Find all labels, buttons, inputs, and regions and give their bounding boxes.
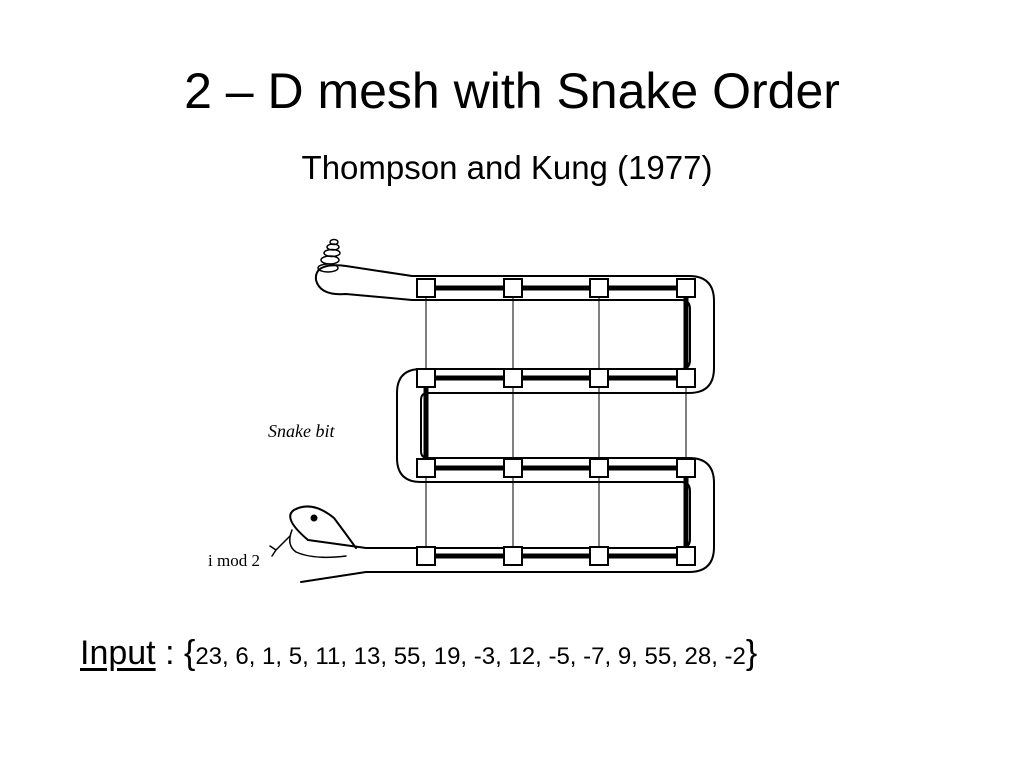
input-line: Input : {23, 6, 1, 5, 11, 13, 55, 19, -3… (80, 634, 757, 673)
snake-outline-outer (300, 275, 715, 583)
snake-mouth (289, 529, 347, 559)
mesh-node (676, 278, 696, 298)
snake-outline-inner (307, 299, 691, 549)
mesh-node (503, 368, 523, 388)
snake-tongue (269, 535, 291, 557)
snake-head (289, 505, 357, 549)
mesh-node (416, 278, 436, 298)
input-label: Input (80, 634, 156, 672)
mesh-node (503, 278, 523, 298)
input-values: 23, 6, 1, 5, 11, 13, 55, 19, -3, 12, -5,… (195, 643, 746, 670)
slide-title: 2 – D mesh with Snake Order (184, 63, 840, 119)
mesh-node (676, 368, 696, 388)
snake-eye (310, 514, 318, 522)
mesh-node (676, 546, 696, 566)
mesh-node (416, 458, 436, 478)
mesh-node (503, 458, 523, 478)
mesh-node (503, 546, 523, 566)
mesh-node (589, 368, 609, 388)
input-open-brace: { (183, 634, 196, 672)
mesh-node (416, 368, 436, 388)
mesh-nodes (416, 278, 696, 566)
mesh-node (416, 546, 436, 566)
snake-mesh-figure: Snake bit i mod 2 (196, 200, 756, 600)
mesh-node (676, 458, 696, 478)
i-mod-label: i mod 2 (208, 551, 260, 570)
snake-path-thick (423, 285, 689, 559)
slide-subtitle: Thompson and Kung (1977) (301, 149, 713, 186)
input-close-brace: } (745, 634, 758, 672)
mesh-horizontal-lines (425, 287, 687, 557)
snake-tail-tip (314, 264, 413, 301)
mesh-node (589, 458, 609, 478)
mesh-node (589, 278, 609, 298)
snake-bit-label: Snake bit (268, 421, 335, 441)
snake-rattle (317, 238, 341, 273)
input-separator: : (155, 634, 184, 672)
mesh-vertical-lines (425, 287, 687, 557)
snake-mesh-diagram: Snake bit i mod 2 (208, 238, 715, 583)
mesh-node (589, 546, 609, 566)
